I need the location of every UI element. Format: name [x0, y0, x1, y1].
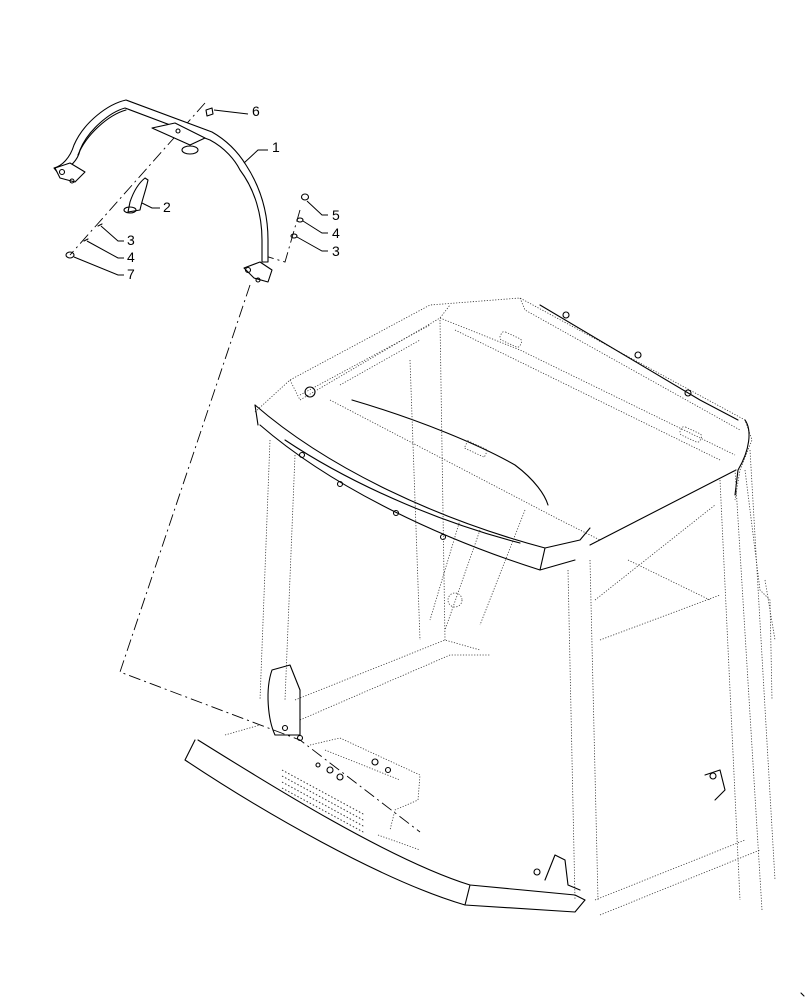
- callout-1: 1: [272, 139, 280, 155]
- fasteners: [65, 107, 310, 259]
- bracket-part-2: [123, 177, 149, 214]
- callout-3-left: 3: [127, 232, 135, 248]
- corner-mark: [800, 992, 805, 997]
- callout-6: 6: [252, 103, 260, 119]
- callout-3-right: 3: [332, 243, 340, 259]
- callout-5: 5: [332, 207, 340, 223]
- callout-7: 7: [127, 266, 135, 282]
- callout-2: 2: [163, 199, 171, 215]
- cab-frame: [184, 297, 776, 916]
- assembly-centre-lines: [69, 102, 421, 833]
- callout-4-left: 4: [127, 249, 135, 265]
- callouts: 6 1 2 3 4 7 5 4 3: [73, 103, 340, 282]
- grab-handle-part-1: [53, 99, 273, 283]
- callout-4-right: 4: [332, 225, 340, 241]
